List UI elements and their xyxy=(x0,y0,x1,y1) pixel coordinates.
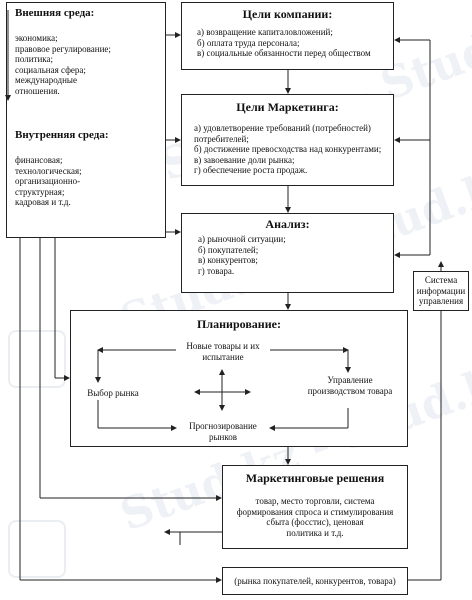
marketing-decisions-box: Маркетинговые решения товар, место торго… xyxy=(222,465,408,549)
mis-label: Система информации управления xyxy=(416,275,466,306)
external-env-items: экономика; правовое регулирование; полит… xyxy=(15,33,111,96)
feedback-text: (рынка покупателей, конкурентов, товара) xyxy=(234,576,396,586)
analysis-items: а) рыночной ситуации; б) покупателей; в)… xyxy=(198,234,286,276)
planning-new-products: Новые товары и их испытание xyxy=(186,341,260,362)
planning-title: Планирование: xyxy=(197,317,281,331)
marketing-goals-items: а) удовлетворение требований (потребност… xyxy=(194,123,382,175)
company-goals-items: а) возвращение капиталовложений; б) опла… xyxy=(197,27,371,58)
marketing-decisions-title: Маркетинговые решения xyxy=(245,471,385,485)
feedback-box: (рынка покупателей, конкурентов, товара) xyxy=(222,567,408,595)
company-goals-title: Цели компании: xyxy=(242,7,333,21)
mis-box: Система информации управления xyxy=(413,271,469,311)
marketing-goals-box: Цели Маркетинга: а) удовлетворение требо… xyxy=(181,94,394,186)
internal-env-title: Внутренняя среда: xyxy=(15,129,109,141)
external-env-title: Внешняя среда: xyxy=(15,7,95,19)
internal-env-items: финансовая; технологическая; организацио… xyxy=(15,155,82,207)
planning-production-mgmt: Управление производством товара xyxy=(307,375,393,396)
environment-box: Внешняя среда: экономика; правовое регул… xyxy=(6,2,166,238)
planning-market-choice: Выбор рынка xyxy=(87,388,139,398)
marketing-decisions-text: товар, место торговли, система формирова… xyxy=(236,496,394,538)
planning-forecasting: Прогнозирование рынков xyxy=(189,421,257,442)
company-goals-box: Цели компании: а) возвращение капиталовл… xyxy=(181,2,394,70)
planning-box: Планирование: xyxy=(70,310,408,447)
marketing-goals-title: Цели Маркетинга: xyxy=(236,100,339,114)
analysis-title: Анализ: xyxy=(265,217,310,231)
analysis-box: Анализ: а) рыночной ситуации; б) покупат… xyxy=(181,213,394,293)
